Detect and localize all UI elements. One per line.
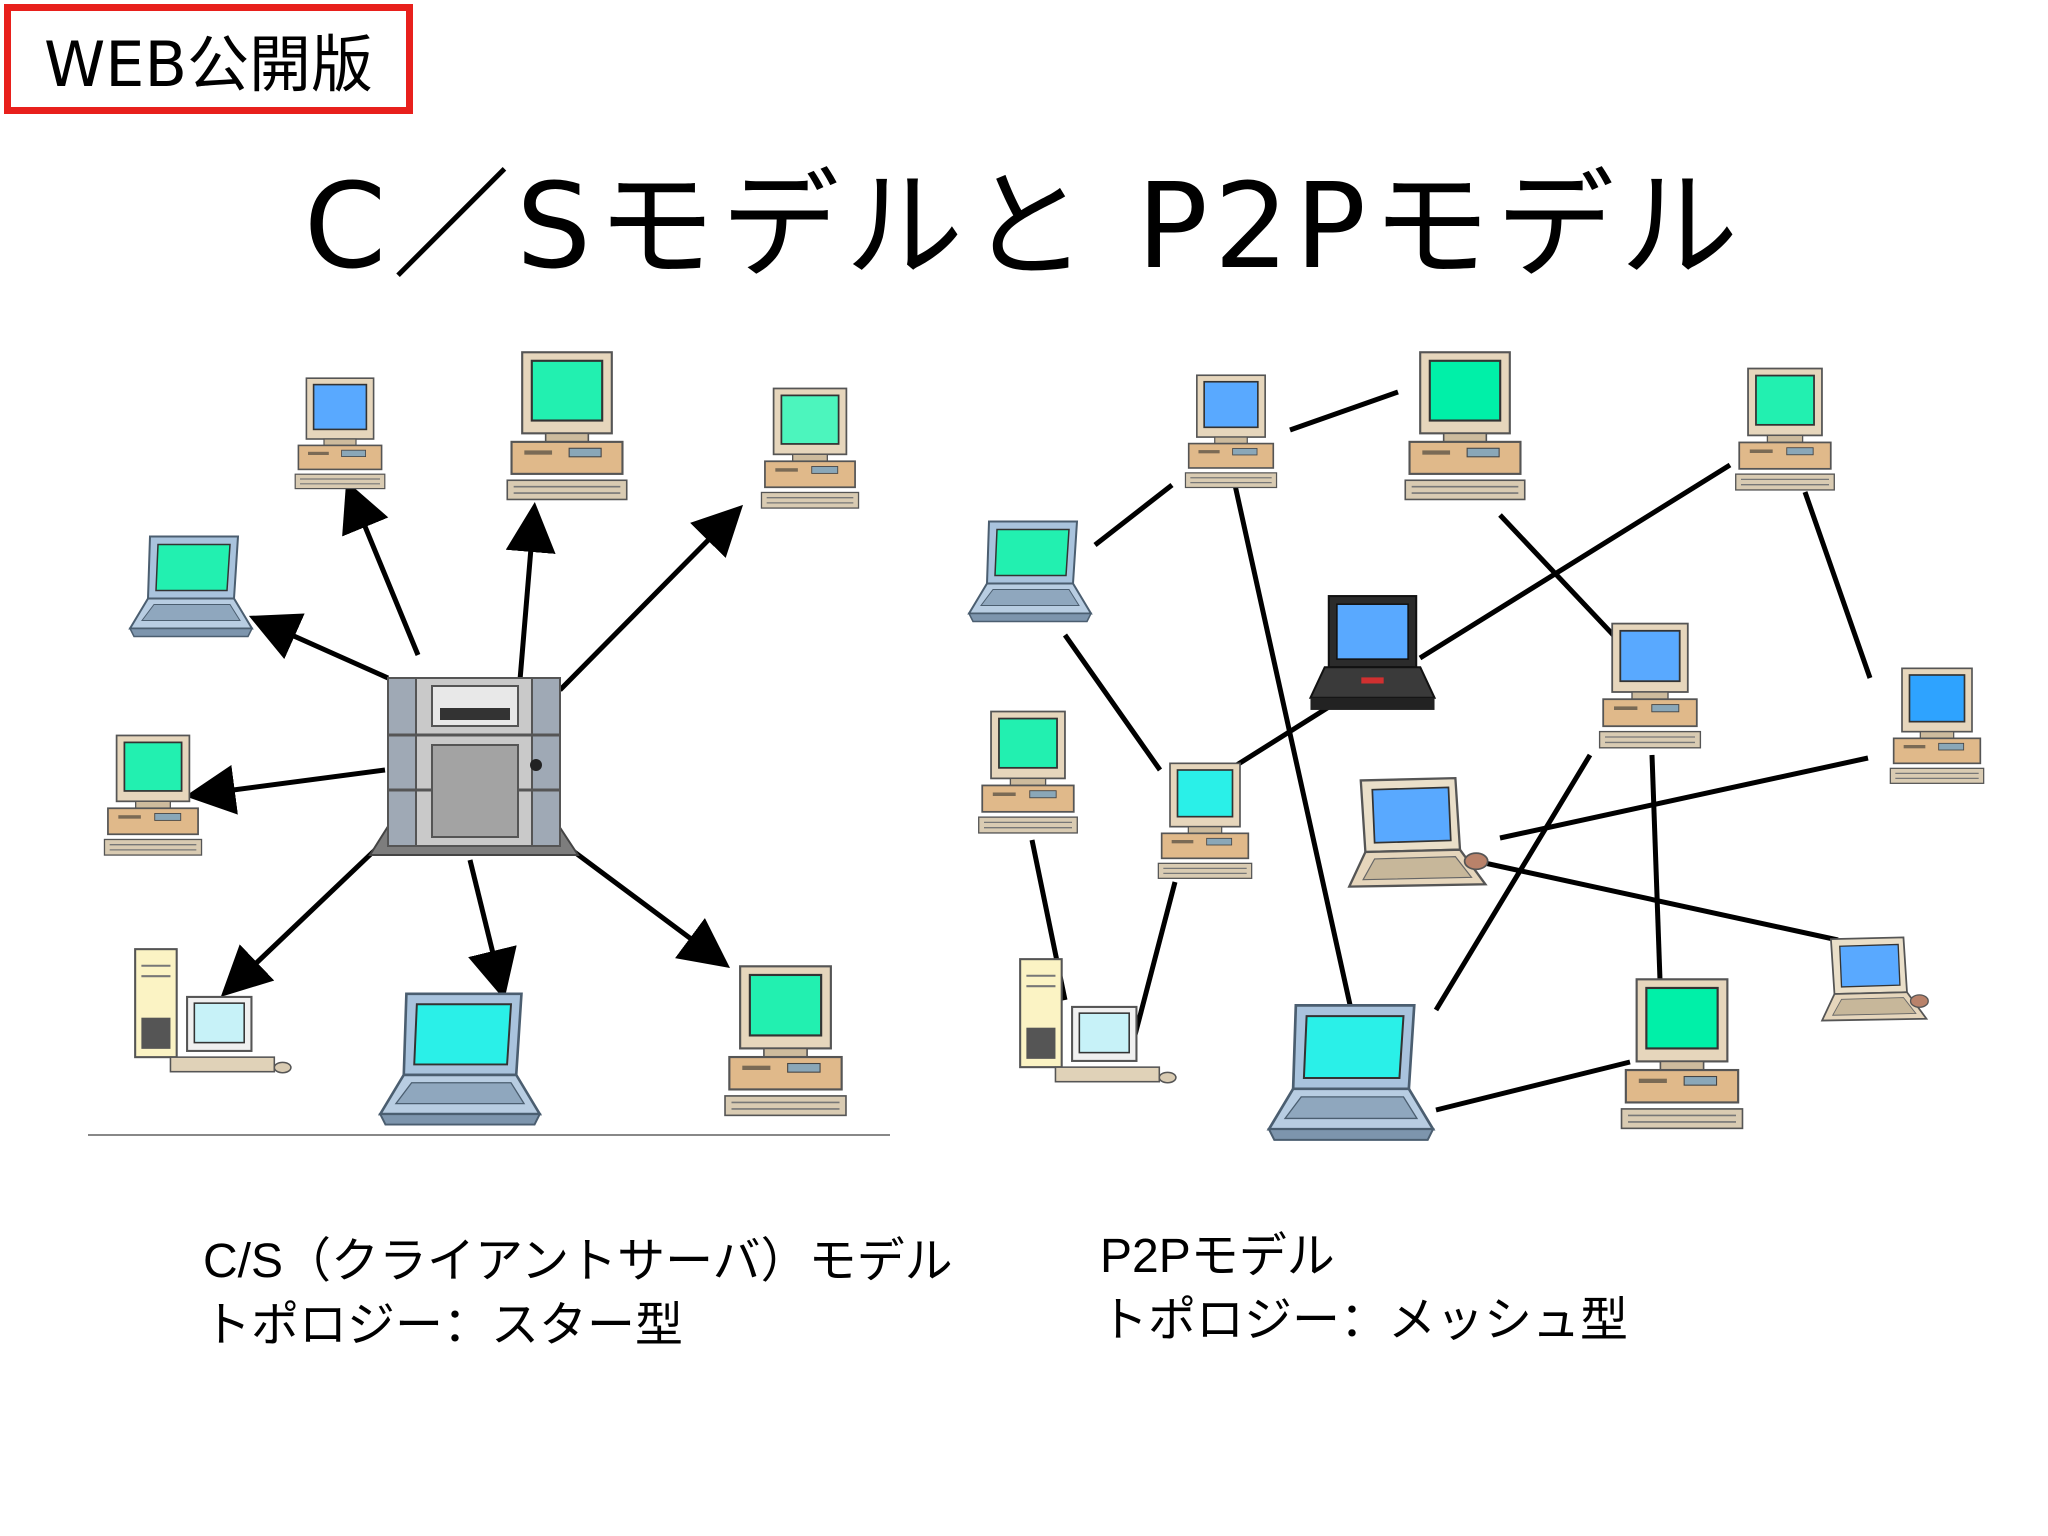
mesh-link (1649, 754, 1663, 981)
mesh-link (1132, 881, 1178, 1036)
badge-label: WEB公開版 (43, 28, 373, 101)
server-tower-icon (368, 677, 580, 856)
laptop-computer-icon (1348, 776, 1489, 888)
link-to-client-6 (220, 848, 377, 997)
link-to-client-4 (248, 613, 390, 681)
p2p-model-label: P2Pモデル (1100, 1230, 1335, 1283)
tower-pc-icon (134, 948, 292, 1074)
desktop-computer-icon (1620, 978, 1744, 1130)
desktop-computer-icon (723, 965, 848, 1117)
laptop-computer-icon (1309, 595, 1436, 711)
laptop-computer-icon (378, 992, 542, 1126)
mesh-link (1479, 859, 1839, 943)
client-server-model-label: C/S（クライアントサーバ）モデル (203, 1235, 953, 1288)
slide-title: C／Sモデルと P2Pモデル (303, 157, 1745, 295)
mesh-link (1289, 389, 1399, 433)
mesh-link (1433, 753, 1593, 1012)
laptop-computer-icon (1820, 936, 1930, 1022)
desktop-computer-icon (103, 734, 203, 857)
client-server-caption: C/S（クライアントサーバ）モデル トポロジー：スター型 (203, 1230, 953, 1358)
mesh-link (1499, 755, 1869, 841)
client-server-diagram (88, 351, 890, 1136)
laptop-computer-icon (967, 520, 1093, 623)
desktop-computer-icon (977, 710, 1079, 835)
mesh-link (1435, 1059, 1631, 1113)
tower-pc-icon (1598, 622, 1702, 750)
mesh-link (1418, 462, 1732, 661)
client-server-topology-label: トポロジー：スター型 (203, 1299, 684, 1352)
mesh-link (1062, 633, 1163, 772)
mesh-link (1802, 491, 1873, 679)
mesh-link (1093, 483, 1174, 547)
tower-pc-icon (1157, 761, 1253, 880)
laptop-computer-icon (128, 535, 254, 638)
mesh-link (1232, 484, 1363, 1051)
laptop-computer-icon (1267, 1004, 1435, 1142)
desktop-computer-icon (506, 351, 628, 501)
desktop-computer-icon (1734, 367, 1836, 492)
link-to-client-1 (342, 480, 421, 656)
mesh-links (1029, 389, 1873, 1113)
p2p-diagram (967, 351, 1985, 1142)
link-to-client-3 (558, 504, 744, 692)
link-to-client-2 (505, 502, 556, 681)
desktop-computer-icon (1184, 374, 1278, 489)
desktop-computer-icon (760, 387, 860, 510)
link-to-client-7 (467, 859, 517, 1000)
desktop-computer-icon (294, 377, 386, 490)
web-version-badge: WEB公開版 (4, 4, 413, 114)
p2p-caption: P2Pモデル トポロジー：メッシュ型 (1100, 1225, 1628, 1353)
desktop-computer-icon (1404, 351, 1526, 501)
link-to-client-5 (185, 764, 386, 815)
tower-pc-icon (1889, 667, 1985, 785)
p2p-topology-label: トポロジー：メッシュ型 (1100, 1294, 1629, 1347)
link-to-client-8 (563, 842, 731, 968)
star-links (185, 480, 744, 1000)
